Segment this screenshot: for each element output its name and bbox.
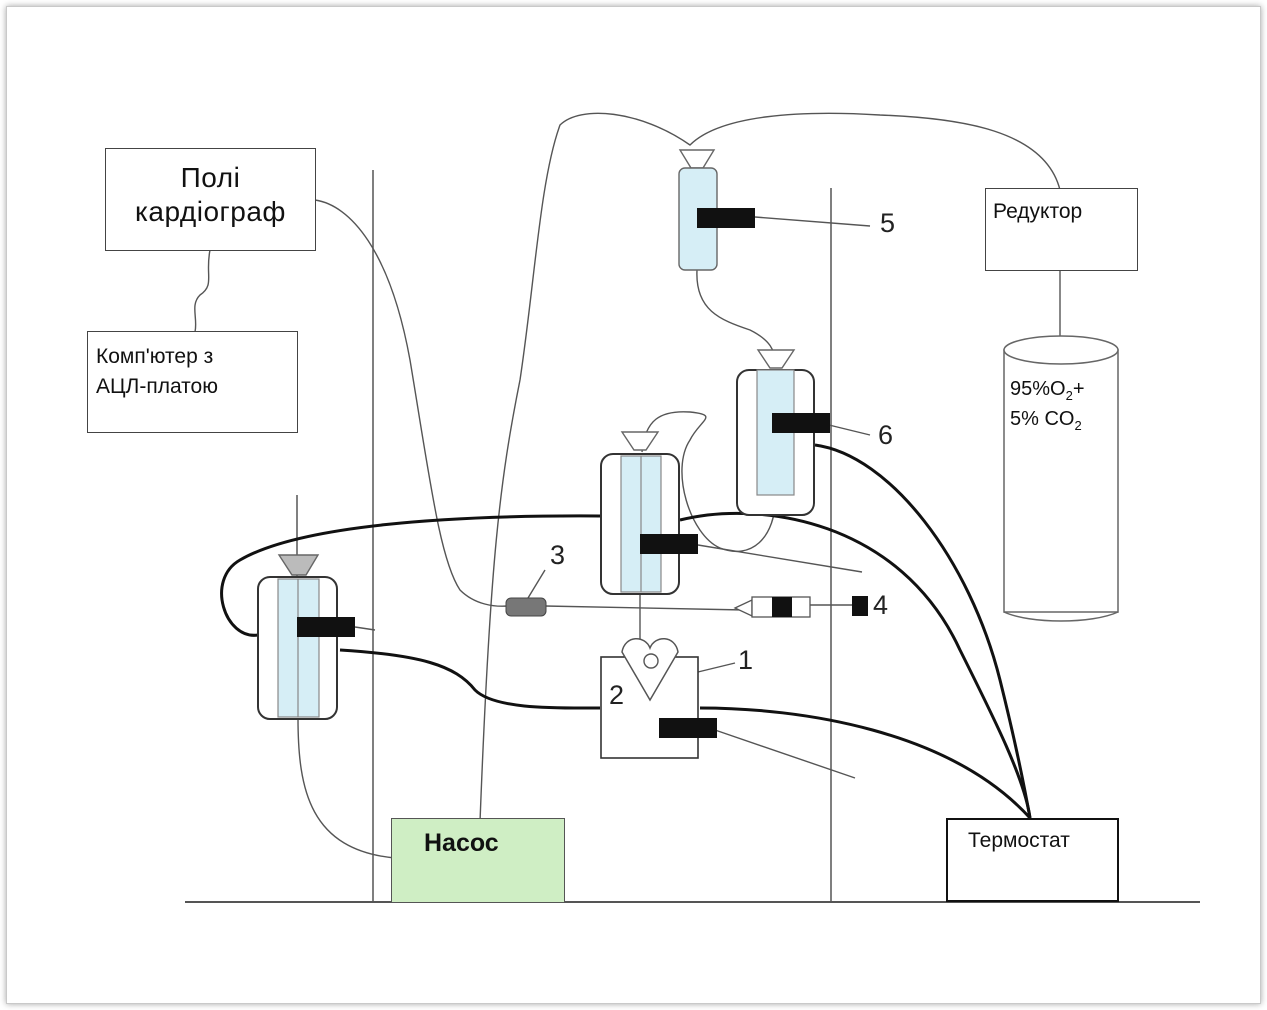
gas-line2-subscript: 2 — [1074, 418, 1082, 433]
lead-sensor-left — [354, 626, 376, 631]
tube-left-chamber-pump — [297, 717, 396, 859]
cable-polycardiograph-computer — [194, 249, 211, 333]
computer-line1: Комп'ютер з — [96, 345, 214, 368]
hose-heart-thermostat — [699, 706, 1032, 820]
gas-mixture-line2: 5% CO2 — [1010, 404, 1082, 441]
reducer-label: Редуктор — [993, 200, 1083, 223]
gas-cylinder — [1003, 335, 1119, 622]
injector-syringe — [733, 596, 868, 618]
polycardiograph-box: Полі кардіограф — [105, 148, 316, 251]
polycardiograph-line2: кардіограф — [135, 196, 286, 227]
chamber-5 — [678, 149, 755, 271]
gas-line1-subscript: 2 — [1065, 388, 1073, 403]
gas-line1-plus: + — [1072, 378, 1085, 400]
heart-bath — [600, 638, 717, 759]
chamber-middle — [600, 431, 698, 595]
thermostat-label: Термостат — [968, 829, 1070, 852]
gas-mixture-line1: 95%O2+ — [1010, 374, 1085, 411]
hose-left-heart — [339, 648, 601, 710]
lead-3 — [527, 569, 546, 599]
heart-icon — [621, 638, 679, 702]
lead-5 — [754, 216, 871, 227]
pump-label: Насос — [424, 829, 499, 857]
tube-valve-injector — [544, 605, 746, 611]
polycardiograph-line1: Полі — [180, 162, 241, 193]
valve-3 — [505, 597, 547, 617]
hose-chamber6-thermostat — [814, 443, 1032, 819]
chamber-left — [257, 554, 355, 720]
chamber-6 — [736, 349, 830, 516]
gas-line2-text: 5% CO — [1010, 408, 1075, 430]
tube-chamber6-chamber-mid — [641, 411, 777, 553]
tube-gas-loop — [479, 112, 1061, 823]
label-1: 1 — [738, 645, 754, 675]
label-5: 5 — [880, 208, 896, 238]
hose-chamber-mid-thermostat — [679, 511, 1032, 819]
pump-box: Насос — [391, 818, 565, 903]
gas-line1-text: 95%O — [1010, 378, 1066, 400]
computer-line2: АЦЛ-платою — [96, 375, 218, 398]
hose-left-mid-loop — [220, 514, 601, 637]
label-3: 3 — [550, 540, 566, 570]
label-4: 4 — [873, 590, 889, 620]
reducer-box: Редуктор — [985, 188, 1138, 271]
tube-polycardiograph-valve — [314, 199, 509, 607]
lead-sensor-heart — [714, 729, 856, 779]
thermostat-box: Термостат — [946, 818, 1119, 902]
label-6: 6 — [878, 420, 894, 450]
label-2: 2 — [609, 680, 625, 710]
lead-6 — [828, 424, 871, 436]
computer-box: Комп'ютер з АЦЛ-платою — [87, 331, 298, 433]
lead-sensor-mid — [697, 544, 863, 573]
